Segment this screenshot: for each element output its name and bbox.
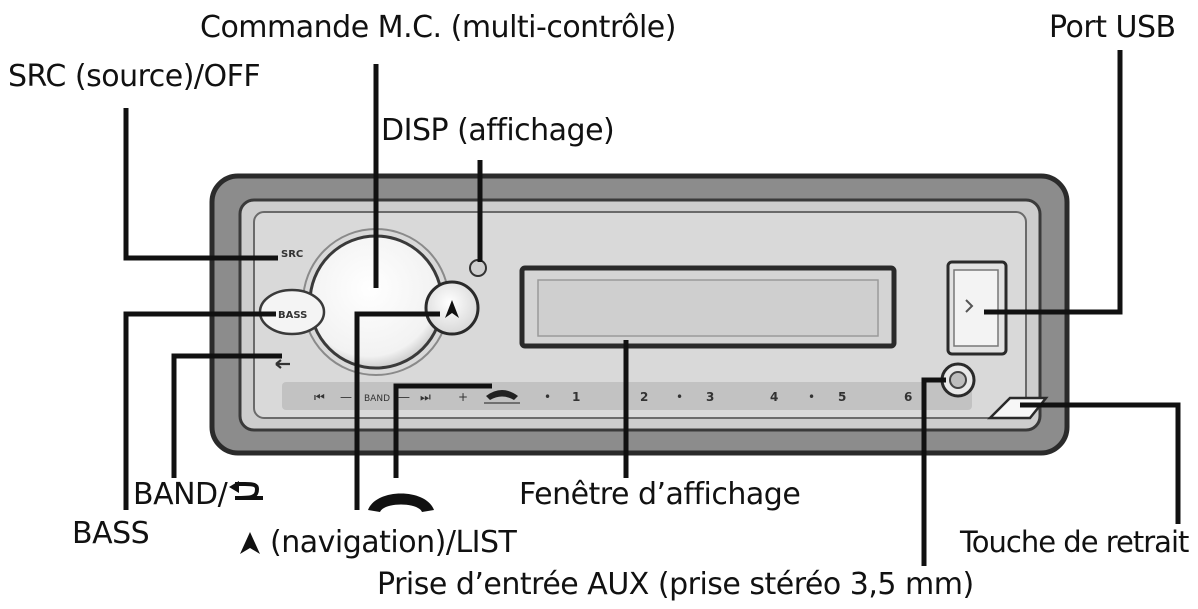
src-button-text[interactable]: SRC: [281, 249, 303, 260]
svg-text:+: +: [458, 390, 468, 404]
label-navigation-text: (navigation)/LIST: [270, 525, 517, 560]
panel-back-arrow-icon[interactable]: [275, 359, 290, 369]
phone-handset-icon: [368, 493, 434, 512]
svg-text:BAND: BAND: [364, 394, 390, 404]
label-disp: DISP (affichage): [381, 113, 615, 148]
usb-arrow-icon: [965, 299, 974, 313]
svg-text:•: •: [808, 390, 815, 404]
svg-text:⏮: ⏮: [314, 390, 325, 404]
svg-text:4: 4: [770, 390, 778, 404]
strip-glyphs: ⏮ — BAND — ⏭ + • 1 2 • 3 4 • 5 6: [314, 390, 912, 404]
svg-text:1: 1: [572, 390, 580, 404]
leader-release: [1020, 402, 1181, 524]
leader-nav: [354, 311, 440, 510]
svg-text:⏭: ⏭: [420, 390, 431, 404]
disp-button[interactable]: [469, 259, 487, 277]
leader-aux: [921, 377, 946, 566]
svg-text:—: —: [340, 390, 352, 404]
label-aux-jack: Prise d’entrée AUX (prise stéréo 3,5 mm): [377, 567, 974, 602]
svg-text:•: •: [544, 390, 551, 404]
nav-triangle-icon: [240, 532, 260, 554]
svg-text:5: 5: [838, 390, 846, 404]
strip-phone-icon[interactable]: [486, 390, 518, 400]
nav-button-triangle-icon: [445, 300, 459, 318]
svg-text:2: 2: [640, 390, 648, 404]
label-navigation: (navigation)/LIST: [239, 525, 517, 560]
svg-text:3: 3: [706, 390, 714, 404]
label-mc-dial: Commande M.C. (multi-contrôle): [200, 10, 676, 45]
leader-src: [123, 108, 278, 261]
leader-usb: [984, 50, 1123, 315]
leader-lines: [123, 50, 1181, 566]
svg-text:•: •: [676, 390, 683, 404]
label-band: BAND/: [133, 480, 267, 510]
svg-text:6: 6: [904, 390, 912, 404]
label-display-window: Fenêtre d’affichage: [519, 477, 801, 512]
leader-bass: [123, 311, 276, 510]
label-src-off: SRC (source)/OFF: [8, 59, 261, 94]
bass-button-text: BASS: [278, 310, 307, 321]
label-release-button: Touche de retrait: [960, 525, 1189, 559]
label-usb-port: Port USB: [1049, 10, 1176, 45]
back-arrow-icon: [229, 481, 264, 500]
label-bass: BASS: [72, 516, 150, 551]
leader-band: [171, 353, 282, 478]
leader-phone: [393, 383, 492, 478]
svg-text:—: —: [398, 390, 410, 404]
label-band-text: BAND/: [133, 477, 228, 512]
